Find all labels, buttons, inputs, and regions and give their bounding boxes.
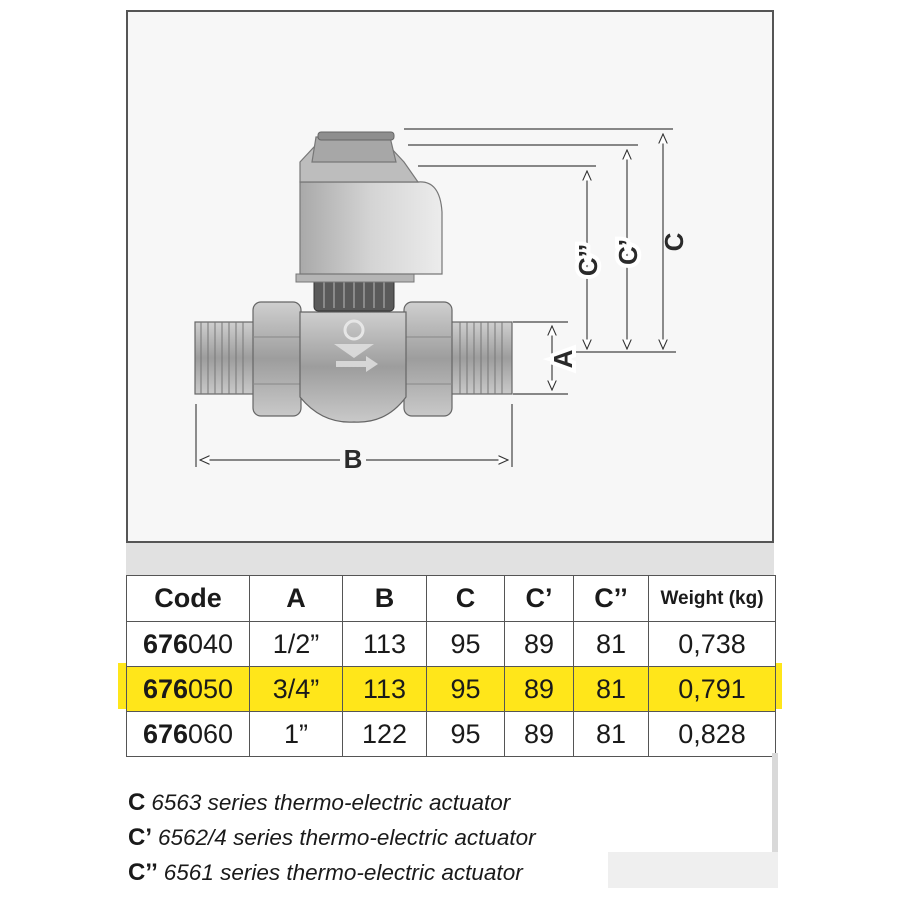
dim-label-c-prime: C’ [613, 239, 643, 265]
cell-code: 676050 [126, 666, 250, 712]
right-nut [403, 301, 453, 417]
cell-c: 95 [426, 711, 505, 757]
code-suffix: 060 [188, 718, 234, 749]
legend-item: C’’6561 series thermo-electric actuator [128, 855, 536, 890]
dim-label-c-double-prime-knockout: C’’ [573, 244, 603, 276]
dim-label-c-prime-knockout: C’ [613, 239, 643, 265]
valve-body [194, 301, 513, 423]
separator-strip [126, 543, 774, 575]
header-a: A [249, 575, 343, 622]
cell-a: 1” [249, 711, 343, 757]
actuator [295, 131, 443, 312]
cell-code: 676040 [126, 621, 250, 667]
dim-label-c-double-prime: C’’ [573, 244, 603, 276]
table-row: 676040 1/2” 113 95 89 81 0,738 [126, 621, 776, 667]
corner-patch [608, 852, 778, 888]
cell-weight: 0,791 [648, 666, 776, 712]
header-b: B [342, 575, 427, 622]
table-header-row: Code A B C C’ C’’ Weight (kg) [126, 575, 776, 622]
cell-c-prime: 89 [504, 666, 574, 712]
technical-drawing-panel: C C’ C’ C’’ C’’ A A B [126, 10, 774, 543]
cell-c-double-prime: 81 [573, 666, 649, 712]
header-c: C [426, 575, 505, 622]
code-prefix: 676 [142, 673, 188, 704]
cell-c-double-prime: 81 [573, 621, 649, 667]
legend-key: C’ [128, 824, 152, 851]
flow-triangle [334, 344, 374, 358]
cell-c-prime: 89 [504, 711, 574, 757]
header-weight: Weight (kg) [648, 575, 776, 622]
dim-label-b: B [344, 444, 363, 474]
dimension-lines [195, 128, 676, 467]
side-strip [772, 753, 778, 888]
valve-center [299, 311, 407, 423]
cell-b: 113 [342, 621, 427, 667]
dimension-table: Code A B C C’ C’’ Weight (kg) 676040 1/2… [126, 575, 776, 757]
cell-c: 95 [426, 666, 505, 712]
code-suffix: 050 [188, 673, 234, 704]
dim-label-a-knockout: A [548, 349, 578, 368]
actuator-cap-ridge [317, 131, 395, 141]
dim-label-a: A [548, 349, 578, 368]
cell-code: 676060 [126, 711, 250, 757]
table-row: 676060 1” 122 95 89 81 0,828 [126, 711, 776, 757]
legend-item: C’6562/4 series thermo-electric actuator [128, 820, 536, 855]
left-nut [252, 301, 302, 417]
cell-c-prime: 89 [504, 621, 574, 667]
legend-text: 6562/4 series thermo-electric actuator [158, 825, 536, 850]
cell-c-double-prime: 81 [573, 711, 649, 757]
valve-drawing: C C’ C’ C’’ C’’ A A B [194, 128, 689, 474]
code-suffix: 040 [188, 628, 234, 659]
header-c-double-prime: C’’ [573, 575, 649, 622]
legend-key: C [128, 789, 146, 816]
brand-logo [343, 319, 365, 341]
legend-text: 6563 series thermo-electric actuator [151, 790, 511, 815]
table-row-highlighted: 676050 3/4” 113 95 89 81 0,791 [126, 666, 776, 712]
code-prefix: 676 [142, 628, 188, 659]
cell-weight: 0,738 [648, 621, 776, 667]
cell-b: 113 [342, 666, 427, 712]
code-prefix: 676 [142, 718, 188, 749]
flow-arrow-icon [336, 356, 378, 372]
actuator-cap-top [311, 136, 397, 163]
left-thread [194, 321, 256, 395]
header-c-prime: C’ [504, 575, 574, 622]
dim-label-c: C [659, 232, 689, 251]
legend-text: 6561 series thermo-electric actuator [163, 860, 523, 885]
actuator-base [295, 273, 415, 283]
actuator-housing [299, 181, 443, 275]
cell-c: 95 [426, 621, 505, 667]
cell-b: 122 [342, 711, 427, 757]
legend-key: C’’ [128, 859, 158, 886]
cell-weight: 0,828 [648, 711, 776, 757]
cell-a: 3/4” [249, 666, 343, 712]
header-code: Code [126, 575, 250, 622]
cell-a: 1/2” [249, 621, 343, 667]
